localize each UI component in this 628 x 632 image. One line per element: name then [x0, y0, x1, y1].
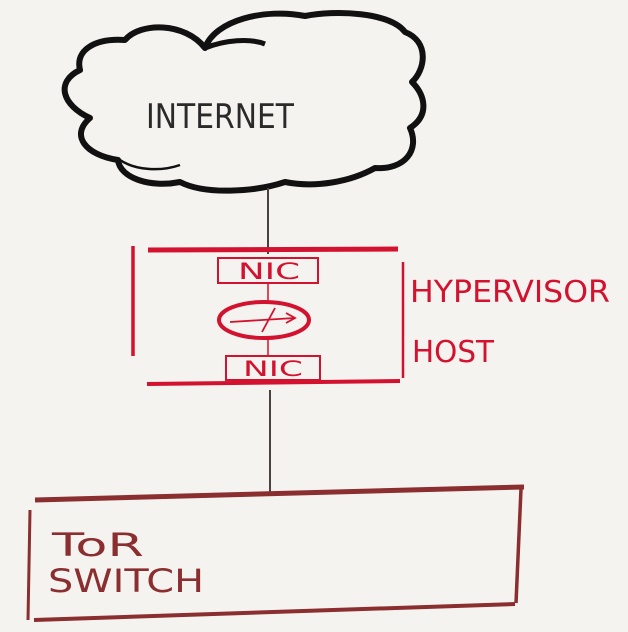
hypervisor-label: HYPERVISOR	[410, 275, 610, 310]
host-label: HOST	[412, 335, 495, 370]
nic-top	[217, 257, 319, 284]
hypervisor-top-edge	[147, 246, 399, 253]
hypervisor-bottom-edge	[146, 379, 401, 386]
switch-right-edge	[514, 488, 523, 604]
router-arrow-icon	[217, 300, 311, 340]
tor-label: ToR	[50, 526, 144, 564]
switch-bottom-edge	[33, 602, 516, 622]
nic-bottom-label: NIC	[243, 357, 303, 381]
tor-switch: ToR SWITCH	[26, 484, 525, 622]
switch-left-edge	[26, 509, 32, 621]
nic-bottom	[225, 355, 321, 381]
switch-label: SWITCH	[48, 562, 204, 600]
nic-top-label: NIC	[238, 260, 300, 285]
hypervisor-host: NIC NIC HYPERVISOR HOST	[131, 246, 610, 386]
internet-label: INTERNET	[146, 97, 294, 137]
internet-cloud: INTERNET	[61, 10, 427, 194]
switch-top-edge	[34, 484, 525, 503]
